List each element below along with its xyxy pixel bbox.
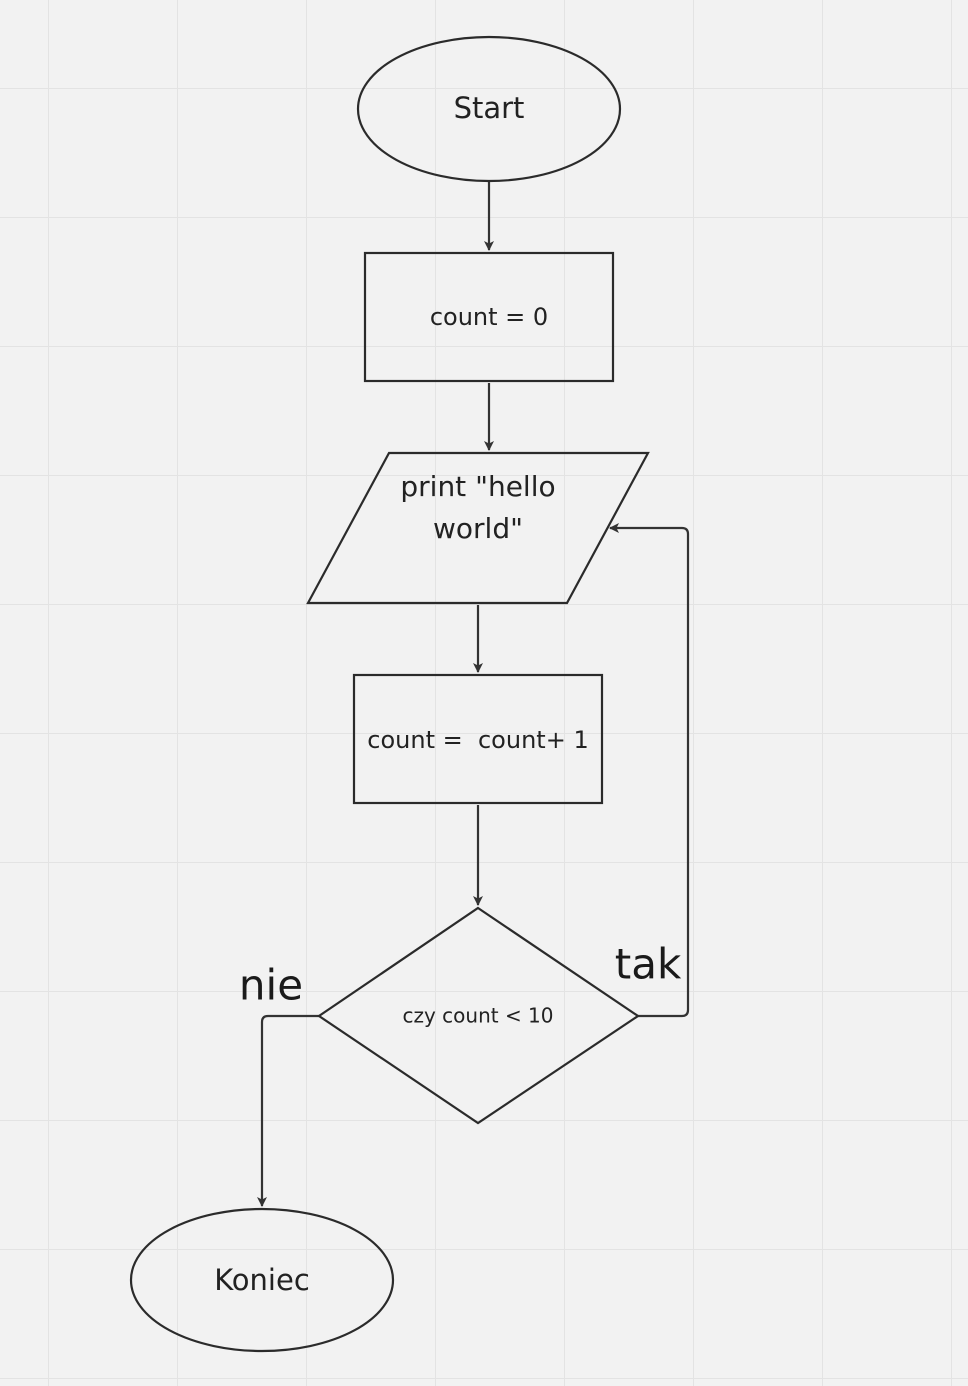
end-label: Koniec — [214, 1263, 310, 1297]
decision-node: czy count < 10 — [317, 906, 640, 1125]
print-label-line-1: print "hello — [400, 470, 555, 503]
increment-rectangle — [352, 673, 604, 805]
print-node: print "hello world" — [306, 451, 650, 605]
branch-label-yes: tak — [615, 940, 682, 989]
start-node: Start — [356, 35, 622, 183]
decision-label: czy count < 10 — [402, 1004, 553, 1028]
arrow-no-to-end — [257, 1014, 319, 1207]
init-rectangle — [363, 251, 615, 383]
increment-node: count = count+ 1 — [352, 673, 604, 805]
print-parallelogram — [306, 451, 650, 605]
branch-label-no: nie — [239, 961, 303, 1010]
end-ellipse — [129, 1207, 395, 1353]
print-label-line-2: world" — [433, 512, 523, 545]
init-node: count = 0 — [363, 251, 615, 383]
init-label: count = 0 — [430, 303, 548, 331]
increment-label: count = count+ 1 — [367, 726, 588, 754]
arrow-yes-loop-to-print — [609, 523, 690, 1018]
start-ellipse — [356, 35, 622, 183]
decision-diamond — [317, 906, 640, 1125]
start-label: Start — [454, 91, 525, 125]
end-node: Koniec — [129, 1207, 395, 1353]
